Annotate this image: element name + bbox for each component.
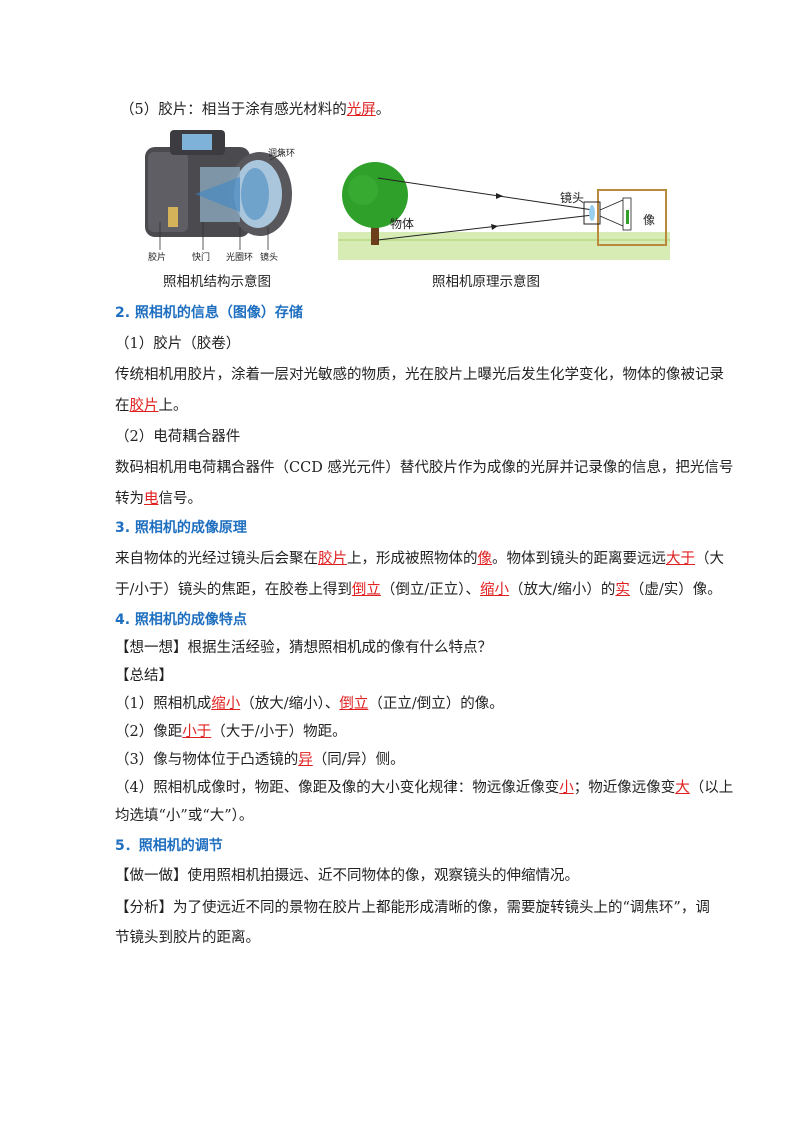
focus-ring-label: 调焦环 (268, 147, 295, 159)
blank-answer: 像 (477, 551, 493, 567)
camera-principle-caption: 照相机原理示意图 (432, 274, 540, 290)
s4-think: 【想一想】根据生活经验，猜想照相机成的像有什么特点？ (115, 640, 492, 656)
blank-answer: 胶片 (129, 398, 159, 414)
s2-item-2: （2）电荷耦合器件 (115, 429, 241, 445)
film-label: 胶片 (148, 251, 166, 262)
blank-answer: 缩小 (480, 582, 510, 598)
s5-analysis-line-2: 节镜头到胶片的距离。 (115, 930, 260, 946)
section-3-heading: 3. 照相机的成像原理 (115, 520, 247, 536)
s4-summary: 【总结】 (115, 668, 173, 684)
s3-paragraph-line-2: 于/小于）镜头的焦距，在胶卷上得到倒立（倒立/正立）、缩小（放大/缩小）的实（虚… (115, 582, 722, 598)
shutter-label: 快门 (192, 251, 210, 262)
s2-paragraph-1: 传统相机用胶片，涂着一层对光敏感的物质，光在胶片上曝光后发生化学变化，物体的像被… (115, 367, 724, 383)
camera-structure-figure: 调焦环 胶片 快门 光圈环 镜头 (140, 122, 300, 263)
blank-answer: 小于 (182, 724, 212, 740)
camera-principle-figure: 物体 镜头 像 (338, 160, 670, 260)
s3-paragraph-line-1: 来自物体的光经过镜头后会聚在胶片上，形成被照物体的像。物体到镜头的距离要远远大于… (115, 551, 724, 567)
section-5-heading: 5．照相机的调节 (115, 838, 223, 854)
s4-item-2: （2）像距小于（大于/小于）物距。 (115, 724, 347, 740)
aperture-ring-label: 光圈环 (226, 251, 253, 262)
lens-label-2: 镜头 (560, 190, 584, 205)
blank-answer: 光屏 (346, 102, 376, 118)
blank-answer: 倒立 (339, 696, 369, 712)
s2-paragraph-2: 数码相机用电荷耦合器件（CCD 感光元件）替代胶片作为成像的光屏并记录像的信息，… (115, 460, 734, 476)
blank-answer: 电 (144, 491, 159, 507)
s2-item-1: （1）胶片（胶卷） (115, 336, 241, 352)
s4-item-3: （3）像与物体位于凸透镜的异（同/异）侧。 (115, 752, 405, 768)
image-label: 像 (643, 213, 655, 227)
lens-label: 镜头 (260, 251, 278, 262)
blank-answer: 大于 (666, 551, 695, 567)
camera-structure-caption: 照相机结构示意图 (163, 274, 271, 290)
section-2-heading: 2. 照相机的信息（图像）存储 (115, 305, 303, 321)
blank-answer: 胶片 (318, 551, 347, 567)
s2-paragraph-1-cont: 在胶片上。 (115, 398, 188, 414)
film-definition: （5）胶片：相当于涂有感光材料的光屏。 (120, 102, 391, 118)
blank-answer: 小 (559, 780, 574, 796)
s2-paragraph-2-cont: 转为电信号。 (115, 491, 202, 507)
s5-analysis-line-1: 【分析】为了使远近不同的景物在胶片上都能形成清晰的像，需要旋转镜头上的“调焦环”… (115, 900, 710, 916)
s4-item-4-cont: 均选填“小”或“大”）。 (115, 808, 254, 824)
s4-item-1: （1）照相机成缩小（放大/缩小）、倒立（正立/倒立）的像。 (115, 696, 504, 712)
blank-answer: 缩小 (211, 696, 241, 712)
s4-item-4: （4）照相机成像时，物距、像距及像的大小变化规律：物远像近像变小；物近像远像变大… (115, 780, 734, 796)
object-label: 物体 (390, 217, 414, 231)
blank-answer: 异 (298, 752, 313, 768)
blank-answer: 实 (615, 582, 630, 598)
blank-answer: 大 (675, 780, 690, 796)
s5-do: 【做一做】使用照相机拍摄远、近不同物体的像，观察镜头的伸缩情况。 (115, 868, 579, 884)
blank-answer: 倒立 (351, 582, 381, 598)
section-4-heading: 4. 照相机的成像特点 (115, 612, 247, 628)
